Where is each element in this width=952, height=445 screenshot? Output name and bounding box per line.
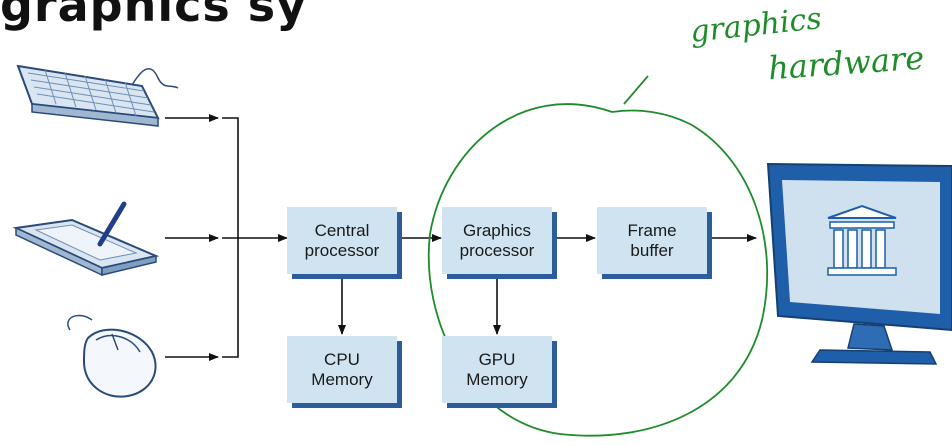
central-processor-box: Central processor [287,207,397,274]
pipeline-connectors [338,234,757,335]
graphics-processor-box: Graphics processor [442,207,552,274]
mouse-icon [67,314,157,398]
input-connectors [165,114,288,361]
cpu-memory-box: CPU Memory [287,336,397,403]
keyboard-icon [16,64,179,127]
monitor-icon [766,162,952,365]
frame-buffer-box: Frame buffer [597,207,707,274]
graphics-tablet-icon [12,201,160,277]
slide-title-fragment: graphics sy [0,0,308,32]
gpu-memory-box: GPU Memory [442,336,552,403]
hand-drawn-annotation [427,75,769,437]
